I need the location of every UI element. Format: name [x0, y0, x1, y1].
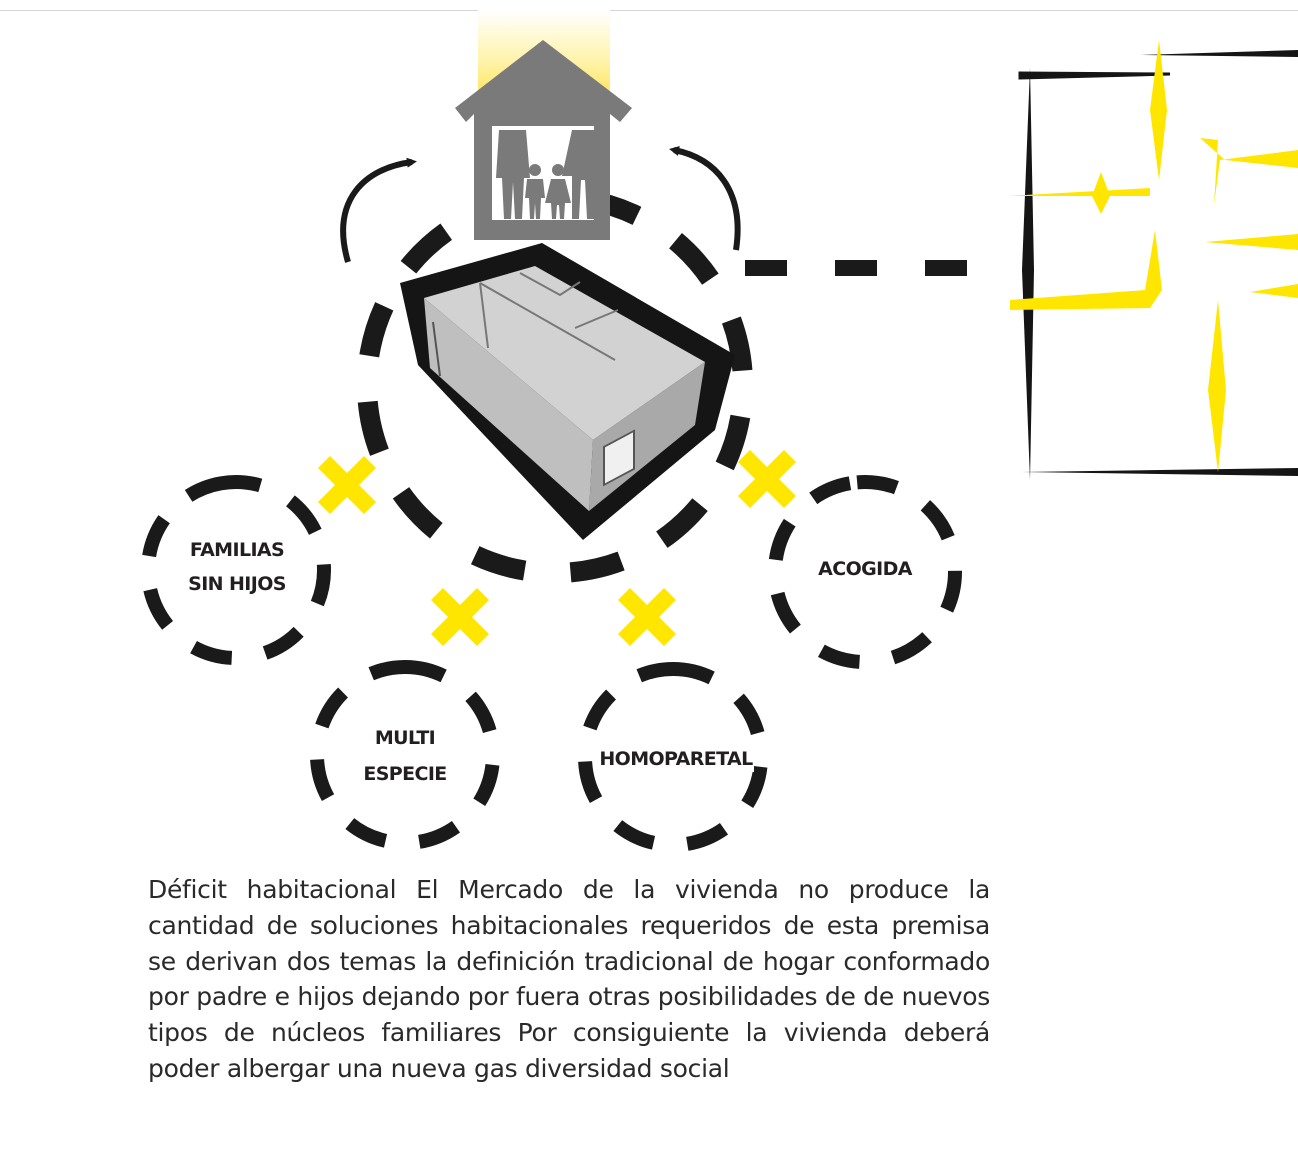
cross-mark-icon [618, 588, 676, 646]
multi-line-2: ESPECIE [363, 763, 446, 785]
floor-plan-sketch [1008, 40, 1298, 480]
family-house-icon [455, 40, 632, 240]
bubble-multi-especie: MULTI ESPECIE [310, 660, 500, 850]
top-divider [0, 10, 1298, 11]
caption-paragraph: Déficit habitacional El Mercado de la vi… [148, 875, 990, 1083]
bubble-acogida: ACOGIDA [768, 475, 962, 669]
homoparetal-label: HOMOPARETAL [599, 748, 753, 770]
cross-mark-icon [431, 588, 489, 646]
bubble-familias: FAMILIAS SIN HIJOS [141, 475, 331, 665]
cross-mark-icon [738, 450, 796, 508]
acogida-label: ACOGIDA [818, 558, 913, 580]
house-model [400, 243, 735, 540]
familias-line-2: SIN HIJOS [188, 573, 286, 595]
bubble-homoparetal: HOMOPARETAL [578, 662, 768, 852]
cross-mark-icon [318, 456, 376, 514]
multi-line-1: MULTI [375, 727, 435, 749]
familias-line-1: FAMILIAS [190, 539, 284, 561]
curved-arrow-icon [669, 146, 741, 251]
curved-arrow-icon [340, 157, 417, 263]
